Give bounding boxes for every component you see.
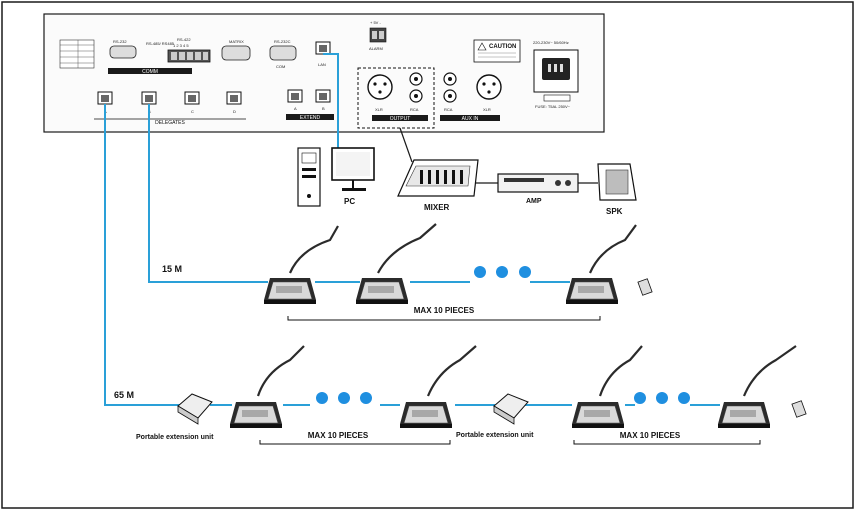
- terminator-plug: [637, 278, 653, 296]
- gooseneck-mic: [598, 345, 643, 397]
- output-label: OUTPUT: [390, 116, 411, 122]
- rs422-label: RS-422: [177, 37, 191, 42]
- extension-unit-left-label: Portable extension unit: [136, 434, 214, 441]
- speaker: SPK: [597, 163, 637, 216]
- extension-unit-left: Portable extension unit: [136, 393, 214, 441]
- extend-label: EXTEND: [300, 115, 321, 121]
- caution-label: CAUTION: [489, 44, 516, 50]
- delegates-port-b[interactable]: [141, 91, 157, 105]
- rs422-pins: 1 2 3 4 5: [173, 43, 189, 48]
- row1-max-label: MAX 10 PIECES: [414, 306, 475, 315]
- aux-xlr-port[interactable]: [476, 74, 502, 100]
- rs485-label: RS-485/ RS485: [146, 41, 175, 46]
- aux-xlr-label: XLR: [483, 107, 491, 112]
- gooseneck-mic: [426, 345, 477, 397]
- row2-left-bracket: [259, 440, 451, 445]
- matrix-label: MATRIX: [229, 39, 244, 44]
- delegates-port-a[interactable]: [97, 91, 113, 105]
- spec-table: [59, 39, 95, 69]
- amp-label: AMP: [526, 198, 542, 205]
- row2-distance-label: 65 M: [114, 390, 134, 400]
- lan-label: LAN: [318, 62, 326, 67]
- row1-unit-2: [355, 223, 437, 305]
- mixer-faders: [420, 170, 463, 184]
- row1-unit-last: [565, 224, 653, 305]
- extension-unit-right-label: Portable extension unit: [456, 432, 534, 439]
- delegates-port-c-label: C: [191, 109, 194, 114]
- gooseneck-mic: [742, 345, 797, 397]
- row2-unit-last: [717, 345, 807, 429]
- rs232c-port[interactable]: [269, 45, 297, 61]
- extend-port-a-label: A: [294, 106, 297, 111]
- row2-right-bracket: [573, 440, 761, 445]
- delegates-port-d-label: D: [233, 109, 236, 114]
- extend-port-a[interactable]: [287, 89, 303, 103]
- row1-bracket: [287, 316, 601, 321]
- rs232-label: RS-232: [113, 39, 127, 44]
- delegate-chain-row-2: 65 M Portable extension unit MAX 10 PIEC…: [114, 345, 807, 445]
- com-label: COM: [276, 64, 285, 69]
- alarm-voltage-label: + 5V -: [370, 20, 381, 25]
- rs232-port[interactable]: [109, 45, 137, 59]
- fuse-label: FUSE: T5AL 250V~: [535, 104, 571, 109]
- rs232c-label: RS-232C: [274, 39, 291, 44]
- output-highlight-box: [357, 67, 435, 129]
- spk-label: SPK: [606, 207, 623, 216]
- power-spec-label: 220-230V~ 50/60Hz: [533, 40, 569, 45]
- gooseneck-mic: [377, 223, 437, 274]
- aux-rca-label: RCA: [444, 107, 453, 112]
- row1-continuation-dots: [474, 266, 531, 278]
- output-xlr-port[interactable]: [367, 74, 393, 100]
- row2-unit-2: [399, 345, 477, 429]
- row2-max-left-label: MAX 10 PIECES: [308, 431, 369, 440]
- warning-icon: [477, 42, 487, 51]
- extend-group-bar: [286, 114, 334, 120]
- pc-label: PC: [344, 197, 355, 206]
- caution-plate: [473, 39, 521, 63]
- output-xlr-label: XLR: [375, 107, 383, 112]
- aux-in-group-bar: [440, 115, 500, 121]
- pc: PC: [297, 147, 375, 207]
- comm-group-bar: [108, 68, 192, 74]
- row1-unit-1: [263, 225, 339, 305]
- mixer-label: MIXER: [424, 203, 450, 212]
- matrix-port[interactable]: [221, 45, 251, 61]
- row2-unit-3: [571, 345, 643, 429]
- row2-unit-1: [229, 345, 305, 429]
- alarm-label: ALARM: [369, 46, 383, 51]
- row2-right-dots: [634, 392, 690, 404]
- extension-unit-right: Portable extension unit: [456, 393, 534, 439]
- delegates-port-d[interactable]: [226, 91, 242, 105]
- extend-port-b-label: B: [322, 106, 325, 111]
- mixer: MIXER: [397, 159, 479, 212]
- output-rca-label: RCA: [410, 107, 419, 112]
- terminator-plug: [791, 400, 807, 418]
- gooseneck-mic: [588, 224, 637, 274]
- extend-port-b[interactable]: [315, 89, 331, 103]
- delegate-chain-row-1: 15 M MAX 10 PIECES: [162, 223, 653, 321]
- lan-port[interactable]: [315, 41, 331, 55]
- gooseneck-mic: [288, 225, 339, 274]
- amplifier: AMP: [497, 173, 579, 205]
- comm-label: COMM: [142, 69, 158, 75]
- aux-in-label: AUX IN: [462, 116, 479, 122]
- row2-left-dots: [316, 392, 372, 404]
- fuse-holder: [543, 94, 571, 102]
- delegates-port-c[interactable]: [184, 91, 200, 105]
- row2-max-right-label: MAX 10 PIECES: [620, 431, 681, 440]
- row1-distance-label: 15 M: [162, 264, 182, 274]
- rear-panel: RS-232 RS-485/ RS485 RS-422 1 2 3 4 5 MA…: [43, 13, 605, 133]
- delegates-label: DELEGATES: [155, 120, 185, 126]
- output-group-bar: [372, 115, 428, 121]
- gooseneck-mic: [256, 345, 305, 397]
